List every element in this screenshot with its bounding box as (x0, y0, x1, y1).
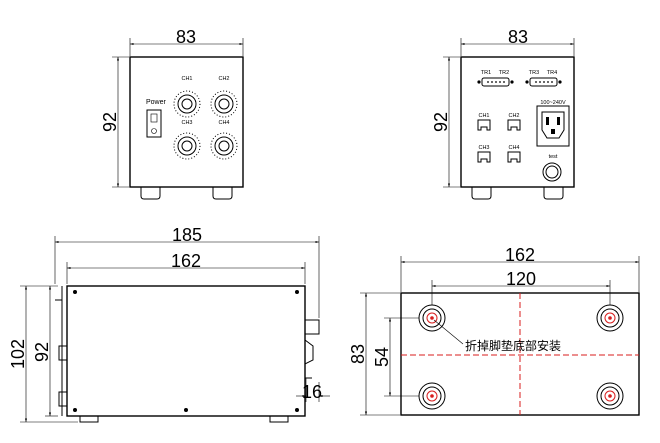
side-body-height-dim: 92 (32, 342, 52, 362)
test-label: test (549, 154, 558, 160)
annotation-leader (433, 319, 464, 345)
channel-output-connector (507, 119, 521, 131)
side-foot-dim: 16 (302, 382, 322, 402)
foot (79, 415, 99, 423)
ac-inlet (536, 105, 570, 147)
rear-panel (460, 56, 575, 188)
trigger-connector (477, 77, 514, 87)
mounting-hole (418, 304, 446, 332)
rear-ch3-label: CH3 (478, 145, 489, 151)
side-total-width-dim: 185 (172, 225, 202, 245)
foot (212, 187, 233, 200)
voltage-label: 100~240V (540, 100, 566, 106)
foot (269, 415, 289, 423)
side-view: 185 162 102 92 16 (8, 225, 330, 423)
side-body-width-dim: 162 (171, 251, 201, 271)
rear-inlet-profile (304, 339, 314, 365)
channel-output-connector (477, 151, 491, 163)
tr1-label: TR1 (481, 70, 491, 76)
rear-ch2-label: CH2 (508, 113, 519, 119)
bottom-width-dim: 162 (505, 245, 535, 265)
rear-ch4-label: CH4 (508, 145, 519, 151)
foot (140, 187, 161, 200)
bottom-height-dim: 83 (348, 344, 368, 364)
bottom-view: 162 120 83 54 折掉脚垫底部安装 (348, 245, 640, 416)
side-body (66, 285, 306, 417)
mounting-hole (418, 382, 446, 410)
rear-width-dim: 83 (508, 27, 528, 47)
front-height-dim: 92 (100, 112, 120, 132)
rear-connector-profile (304, 319, 320, 335)
trigger-connector (525, 77, 562, 87)
channel-output-connector (507, 151, 521, 163)
mounting-annotation: 折掉脚垫底部安装 (465, 338, 561, 353)
rear-height-dim: 92 (431, 112, 451, 132)
front-knob-profile (58, 345, 68, 361)
knob-ch2: CH2 (210, 76, 238, 118)
front-knob-profile (58, 391, 68, 407)
svg-text:CH1: CH1 (181, 76, 192, 82)
front-panel (129, 56, 244, 188)
mounting-hole (596, 382, 624, 410)
rear-view: 83 92 TR1 TR2 TR3 TR4 CH1 CH2 CH3 CH4 10… (431, 27, 575, 200)
bottom-hole-spacing-y-dim: 54 (372, 347, 392, 367)
foot (471, 187, 492, 200)
power-label: Power (146, 99, 167, 106)
svg-text:CH2: CH2 (218, 76, 229, 82)
knob-ch3: CH3 (173, 120, 201, 160)
front-view: 83 92 Power CH1 CH2 CH3 C (100, 27, 244, 200)
knob-ch1: CH1 (173, 76, 201, 118)
test-button (542, 162, 562, 182)
rear-ch1-label: CH1 (478, 113, 489, 119)
side-total-height-dim: 102 (8, 339, 28, 369)
svg-text:CH3: CH3 (181, 120, 192, 126)
knob-ch4: CH4 (210, 120, 238, 160)
foot (543, 187, 564, 200)
channel-output-connector (477, 119, 491, 131)
tr3-label: TR3 (529, 70, 539, 76)
tr2-label: TR2 (499, 70, 509, 76)
power-switch (146, 109, 162, 138)
mounting-hole (596, 304, 624, 332)
svg-text:CH4: CH4 (218, 120, 229, 126)
bottom-hole-spacing-x-dim: 120 (506, 269, 536, 289)
front-width-dim: 83 (176, 27, 196, 47)
tr4-label: TR4 (547, 70, 557, 76)
